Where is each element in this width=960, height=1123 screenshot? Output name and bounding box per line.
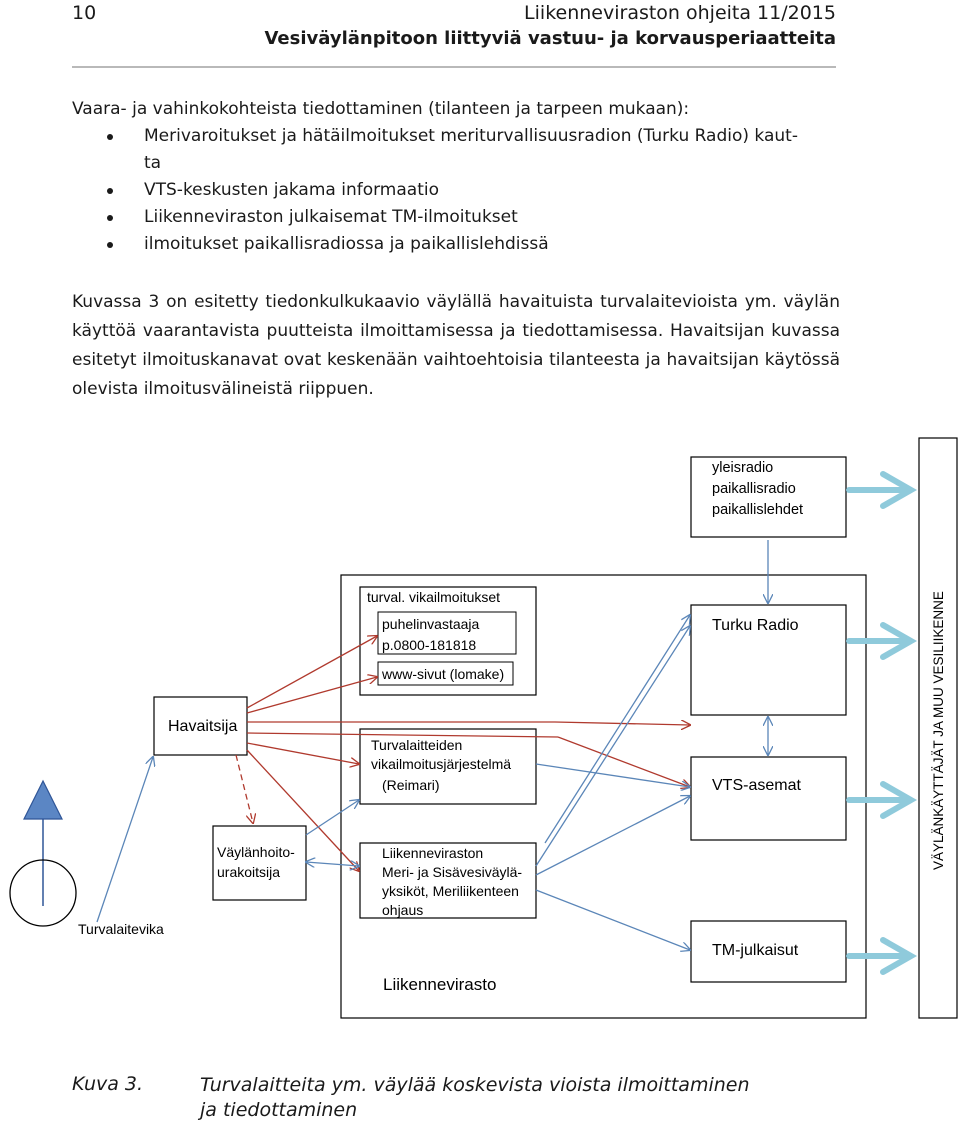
ohjaus-box [359,842,537,919]
internal-arrows [96,540,768,950]
www-text: www-sivut (lomake) [381,666,504,682]
turku-radio-box [690,604,847,716]
list-item: VTS-keskusten jakama informaatio [72,177,842,204]
list-item: Liikenneviraston julkaisemat TM-ilmoituk… [72,204,842,231]
vts-label: VTS-asemat [712,777,801,794]
ohjaus-text: Liikenneviraston Meri- ja Sisävesiväylä-… [382,845,526,918]
bullet-icon [107,242,113,248]
broadcast-arrows [846,471,918,975]
list-item: Merivaroitukset ja hätäilmoitukset merit… [72,123,842,150]
series-title: Liikenneviraston ohjeita 11/2015 [524,2,836,24]
document-title: Vesiväylänpitoon liittyviä vastuu- ja ko… [264,28,836,49]
vaylanhoito-text: Väylänhoito- urakoitsija [217,844,299,880]
vaylanhoito-box [212,825,307,901]
list-item: ta [144,153,162,173]
caption-label: Kuva 3. [72,1073,144,1095]
media-box-text: yleisradio paikallisradio paikallislehde… [712,460,803,518]
www-box [377,661,514,686]
users-label: VÄYLÄNKÄYTTÄJÄT JA MUU VESILIIKENNE [931,591,946,870]
vts-box [690,756,847,841]
havaitsija-box [153,696,248,756]
havaitsija-label: Havaitsija [168,718,237,735]
tm-box [690,920,847,983]
turval-title: turval. vikailmoitukset [367,589,500,605]
information-flow-diagram: Liikennevirasto yleisradio paikallisradi… [9,437,958,1019]
puhelin-text: puhelinvastaaja p.0800-181818 [382,616,483,653]
tm-label: TM-julkaisut [712,942,799,959]
media-box [690,456,847,538]
bullet-icon [107,215,113,221]
caption-text: Turvalaitteita ym. väylää koskevista vio… [200,1074,750,1121]
bullet-icon [107,188,113,194]
observer-arrows [235,636,690,871]
bullet-list: Merivaroitukset ja hätäilmoitukset merit… [72,123,842,258]
bullet-icon [107,134,113,140]
turvalaitevika-label: Turvalaitevika [78,921,164,937]
page-number: 10 [72,2,97,24]
puhelin-box [377,611,517,655]
reimari-box [359,728,537,805]
list-item: ilmoitukset paikallisradiossa ja paikall… [72,231,842,258]
reimari-text: Turvalaitteiden vikailmoitusjärjestelmä … [371,737,515,793]
header-divider [72,66,836,68]
liikennevirasto-box [340,574,867,1019]
buoy-symbol-icon [9,779,77,927]
liikennevirasto-label: Liikennevirasto [383,975,496,994]
intro-text: Vaara- ja vahinkokohteista tiedottaminen… [72,99,690,119]
users-box [918,437,958,1019]
body-paragraph: Kuvassa 3 on esitetty tiedonkulkukaavio … [72,292,840,399]
turku-radio-label: Turku Radio [712,617,799,634]
